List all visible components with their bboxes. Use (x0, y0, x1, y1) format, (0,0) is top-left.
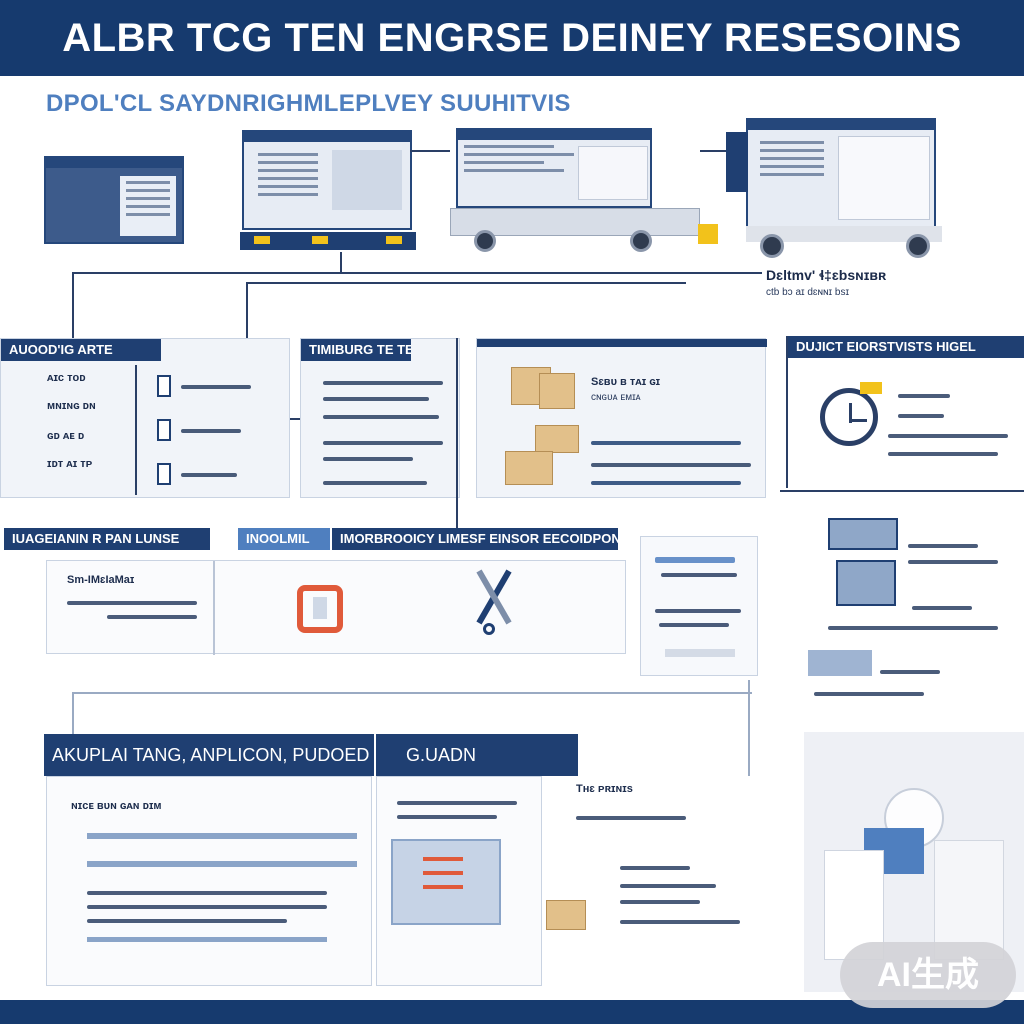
row2-panel: Sm-IMɛIaMaɪ (46, 560, 626, 655)
truck-icon (450, 128, 720, 258)
panel-a: AUOOD'IG ARTE ᴀɪᴄ ᴛᴏᴅ ᴍɴɪɴɢ ᴅɴ ɢᴅ ᴀᴇ ᴅ ɪ… (0, 338, 290, 498)
scanner-icon (800, 510, 1024, 710)
row2-label-b: INOOLMIL (238, 528, 330, 550)
panel-a-item: ɢᴅ ᴀᴇ ᴅ (47, 430, 85, 442)
footer-bar (0, 1000, 1024, 1024)
x-mark-icon (471, 567, 517, 637)
row3-badge: G.UADN (376, 734, 578, 776)
monitor-icon (44, 156, 184, 244)
conveyor-base (240, 232, 416, 250)
panel-b: TIMIBURG TE TE (300, 338, 460, 498)
row3-panel-b (376, 776, 542, 986)
delivery-truck-icon (726, 118, 946, 260)
arrows-icon (291, 575, 355, 639)
panel-a-header: AUOOD'IG ARTE (1, 339, 161, 361)
row3-header: AKUPLAI TANG, ANPLICON, PUDOED (44, 734, 374, 776)
title-bar: ALBR TCG TEN ENGRSE DEINEY RESESOINS (0, 0, 1024, 76)
row3-panel-c: Tʜɛ ᴘʀɪɴɪs (546, 770, 752, 986)
top-caption-line2: ᴄtb bɔ aɪ dɛɴɴɪ bsɪ (766, 287, 850, 298)
panel-d: DUJICT EIORSTVISTS HIGEL (786, 336, 1024, 488)
row3-item-a: ɴɪᴄᴇ ʙᴜɴ ɢᴀɴ ᴅɪᴍ (71, 800, 162, 812)
panel-c-text: ᴄɴɢᴜᴀ ᴇᴍɪᴀ (591, 392, 641, 403)
row2-label-a: IUAGEIANIN R PAN LUNSE (4, 528, 210, 550)
row3-item-b: Tʜɛ ᴘʀɪɴɪs (576, 783, 633, 795)
panel-c-text: Sɛʙᴜ ʙ ᴛᴀɪ ɢɪ (591, 376, 661, 388)
top-caption-line1: Dɛltmv' ɬ‡ɛbsɴɪʙʀ (766, 267, 887, 283)
panel-c: Sɛʙᴜ ʙ ᴛᴀɪ ɢɪ ᴄɴɢᴜᴀ ᴇᴍɪᴀ (476, 338, 767, 498)
row2-label-c: IMORBROOICY LIMESF EINSOR EECOIDPON (332, 528, 618, 550)
row2-item-a: Sm-IMɛIaMaɪ (67, 574, 135, 586)
row3-panel-a: ɴɪᴄᴇ ʙᴜɴ ɢᴀɴ ᴅɪᴍ (46, 776, 372, 986)
panel-b-header: TIMIBURG TE TE (301, 339, 411, 361)
page-subtitle: DPOL'CL SAYDNRIGHMLEPLVEY SUUHITVIS (46, 90, 571, 117)
row2-note (640, 536, 758, 676)
dashboard-screen (242, 130, 412, 230)
panel-a-item: ɪᴅᴛ ᴀɪ ᴛᴘ (47, 458, 93, 470)
clock-icon (820, 388, 878, 446)
page-title: ALBR TCG TEN ENGRSE DEINEY RESESOINS (62, 16, 962, 60)
panel-d-header: DUJICT EIORSTVISTS HIGEL (788, 336, 1024, 358)
panel-a-item: ᴀɪᴄ ᴛᴏᴅ (47, 372, 86, 384)
panel-a-item: ᴍɴɪɴɢ ᴅɴ (47, 400, 96, 412)
watermark-badge: AI生成 (840, 942, 1016, 1008)
